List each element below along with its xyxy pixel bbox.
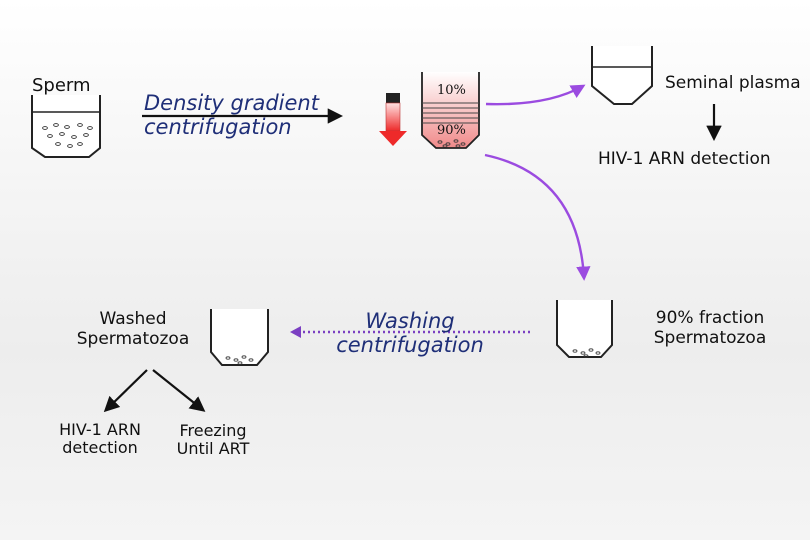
freezing-label: Freezing Until ART [163, 421, 263, 459]
washing-line-2: centrifugation [336, 333, 484, 358]
to-hiv-detection-left-arrow [103, 369, 148, 413]
fraction-line-2: Spermatozoa [653, 327, 767, 348]
density-gradient-label: Density gradient centrifugation [144, 91, 319, 139]
hiv-detection-left-label: HIV-1 ARN detection [45, 420, 155, 458]
freezing-line-2: Until ART [176, 439, 250, 459]
seminal-plasma-tube [591, 46, 653, 105]
gradient-top-label: 10% [437, 83, 466, 98]
hiv-left-line-1: HIV-1 ARN [59, 420, 141, 439]
density-line-2: centrifugation [144, 115, 292, 140]
to-fraction-arrow [484, 153, 591, 281]
sperm-tube [31, 95, 101, 158]
washed-tube [210, 309, 269, 366]
washing-line-1: Washing [365, 309, 455, 333]
seminal-plasma-label: Seminal plasma [665, 73, 801, 93]
hiv-detection-right-label: HIV-1 ARN detection [598, 149, 771, 169]
washed-line-1: Washed [99, 309, 167, 329]
fraction-tube [556, 300, 613, 358]
fraction-spermatozoa-label: 90% fraction Spermatozoa [640, 308, 780, 348]
to-freezing-arrow [152, 369, 206, 412]
washed-spermatozoa-label: Washed Spermatozoa [68, 309, 198, 349]
gradient-tube [421, 72, 480, 149]
washing-centrifugation-label: Washing centrifugation [320, 309, 500, 357]
washing-arrow-head [290, 326, 301, 338]
hiv-left-line-2: detection [62, 438, 138, 458]
gradient-direction-arrow [379, 93, 407, 146]
density-line-1: Density gradient [144, 91, 319, 115]
freezing-line-1: Freezing [179, 421, 247, 440]
fraction-line-1: 90% fraction [655, 308, 765, 328]
washed-line-2: Spermatozoa [76, 328, 190, 349]
sperm-label: Sperm [32, 75, 91, 96]
to-seminal-plasma-arrow [485, 84, 586, 106]
gradient-bottom-label: 90% [437, 123, 466, 138]
